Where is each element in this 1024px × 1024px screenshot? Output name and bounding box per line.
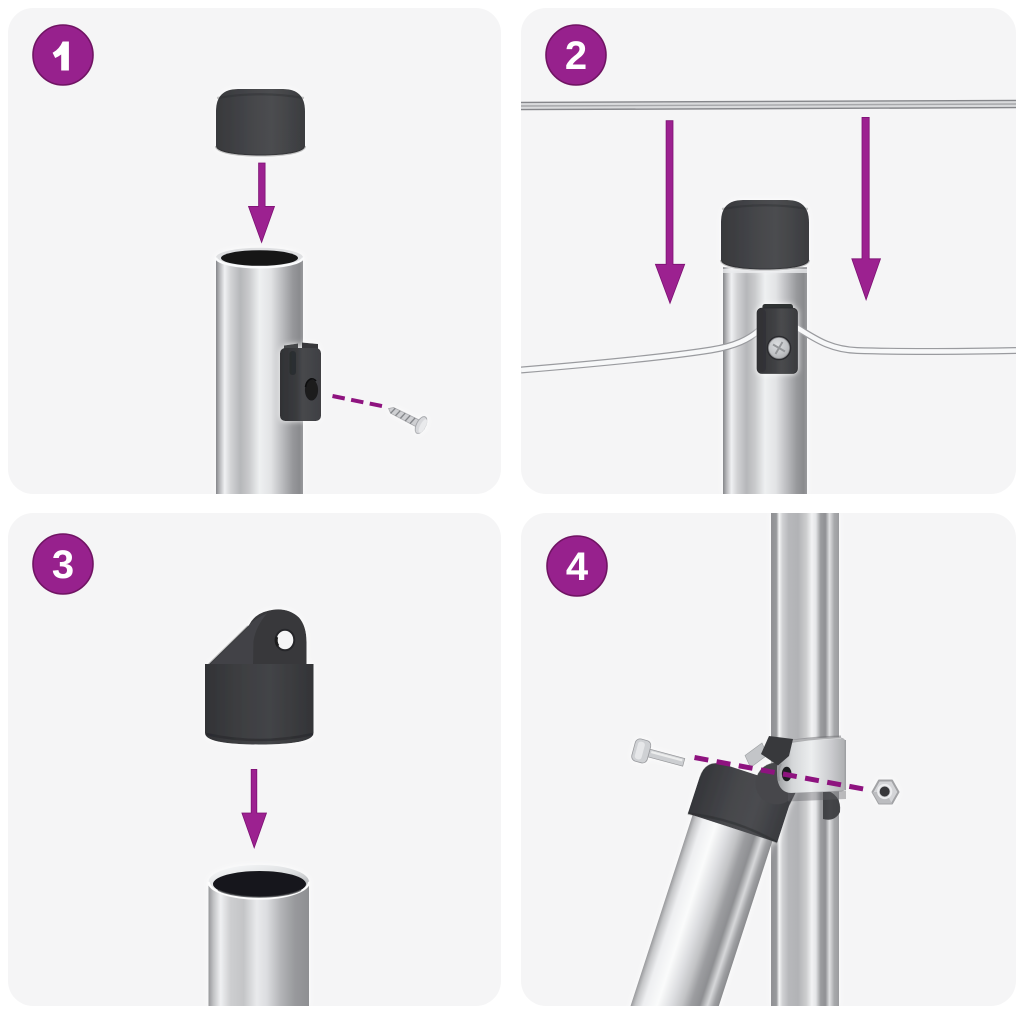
- svg-text:3: 3: [52, 543, 74, 587]
- svg-text:2: 2: [565, 34, 587, 78]
- svg-text:4: 4: [566, 545, 589, 589]
